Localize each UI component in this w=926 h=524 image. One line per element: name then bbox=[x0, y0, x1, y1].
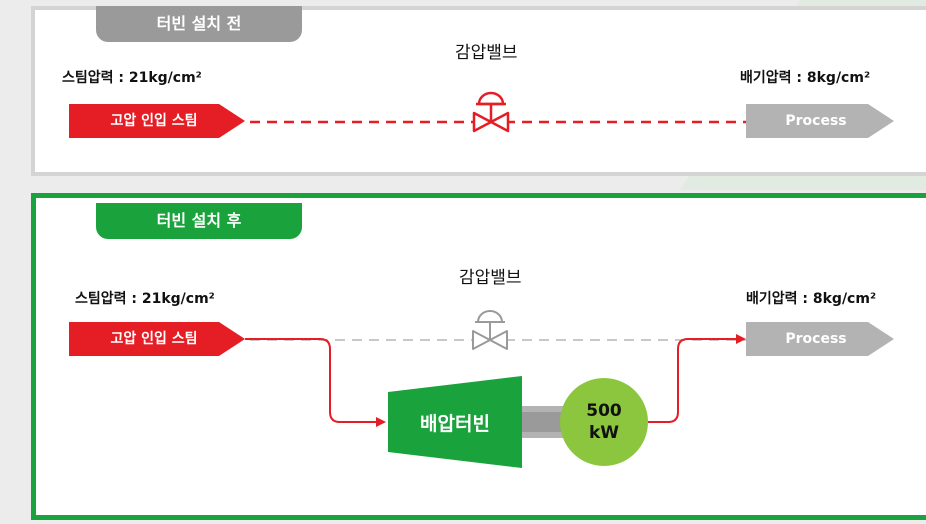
generator-unit: kW bbox=[588, 423, 620, 443]
turbine-label: 배압터빈 bbox=[420, 413, 490, 435]
after-exhaust-pressure: 배기압력 : 8kg/cm² bbox=[746, 291, 877, 307]
after-flow-to-turbine bbox=[245, 338, 378, 423]
before-steam-pressure: 스팀압력 : 21kg/cm² bbox=[62, 70, 202, 86]
before-valve-label: 감압밸브 bbox=[455, 43, 518, 63]
generator-value: 500 bbox=[586, 401, 622, 421]
before-valve-icon bbox=[472, 91, 510, 133]
back-pressure-turbine bbox=[388, 376, 522, 468]
after-inlet-label: 고압 인입 스팀 bbox=[110, 331, 198, 347]
after-process-arrow bbox=[746, 322, 894, 356]
after-valve-icon bbox=[472, 310, 508, 350]
after-flow-to-process bbox=[648, 338, 738, 423]
before-inlet-arrow bbox=[69, 104, 245, 138]
after-installation-tab: 터빈 설치 후 bbox=[96, 203, 302, 239]
after-steam-pressure: 스팀압력 : 21kg/cm² bbox=[75, 291, 215, 307]
before-inlet-label: 고압 인입 스팀 bbox=[110, 113, 198, 129]
before-process-label: Process bbox=[785, 113, 847, 129]
before-exhaust-pressure: 배기압력 : 8kg/cm² bbox=[740, 70, 871, 86]
before-installation-tab: 터빈 설치 전 bbox=[96, 6, 302, 42]
before-process-arrow bbox=[746, 104, 894, 138]
after-process-label: Process bbox=[785, 331, 847, 347]
after-valve-label: 감압밸브 bbox=[459, 268, 522, 288]
before-installation-panel bbox=[31, 6, 926, 176]
generator bbox=[560, 378, 648, 466]
after-inlet-arrow bbox=[69, 322, 245, 356]
after-installation-panel bbox=[31, 193, 926, 520]
